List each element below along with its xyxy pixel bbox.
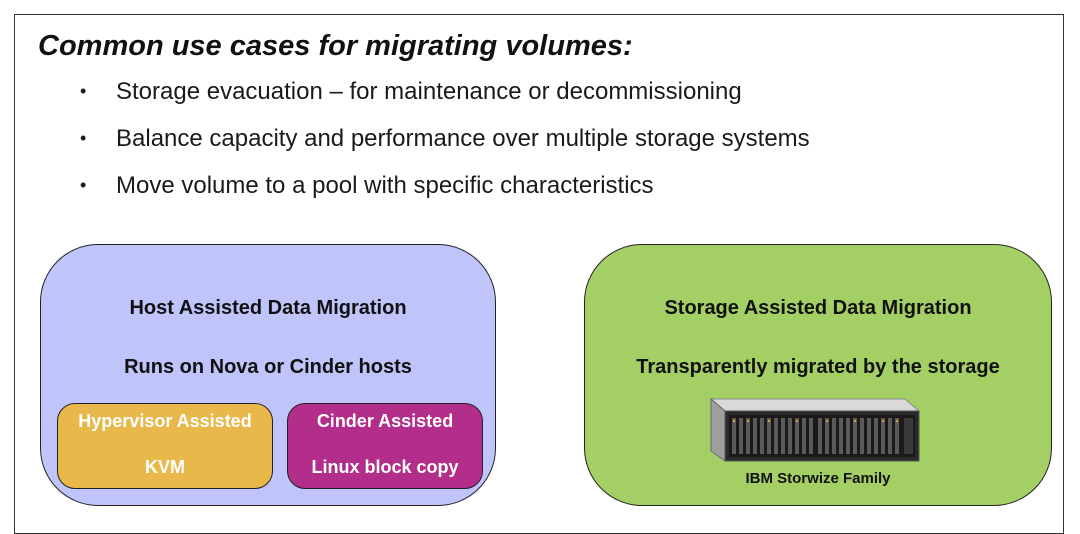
storage-panel-title: Storage Assisted Data Migration bbox=[664, 297, 972, 319]
cinder-box-title: Cinder Assisted bbox=[316, 411, 454, 431]
storage-enclosure-icon bbox=[709, 397, 921, 462]
use-case-list: • Storage evacuation – for maintenance o… bbox=[80, 68, 810, 209]
bullet-icon: • bbox=[80, 81, 87, 101]
bullet-icon: • bbox=[80, 175, 87, 195]
list-item: • Move volume to a pool with specific ch… bbox=[80, 162, 810, 209]
page-heading: Common use cases for migrating volumes: bbox=[38, 30, 633, 62]
hypervisor-box-detail: KVM bbox=[145, 457, 185, 477]
storage-panel-subtitle: Transparently migrated by the storage bbox=[636, 356, 1000, 378]
list-item: • Storage evacuation – for maintenance o… bbox=[80, 68, 810, 115]
list-item-text: Storage evacuation – for maintenance or … bbox=[116, 77, 742, 105]
device-label: IBM Storwize Family bbox=[745, 470, 891, 487]
storage-assisted-panel: Storage Assisted Data Migration Transpar… bbox=[584, 244, 1052, 506]
hypervisor-box-title: Hypervisor Assisted bbox=[78, 411, 252, 431]
host-panel-title: Host Assisted Data Migration bbox=[129, 297, 407, 319]
bullet-icon: • bbox=[80, 128, 87, 148]
hypervisor-assisted-box: Hypervisor Assisted KVM bbox=[57, 403, 273, 489]
host-assisted-panel: Host Assisted Data Migration Runs on Nov… bbox=[40, 244, 496, 506]
cinder-assisted-box: Cinder Assisted Linux block copy bbox=[287, 403, 483, 489]
list-item-text: Balance capacity and performance over mu… bbox=[116, 124, 810, 152]
host-panel-subtitle: Runs on Nova or Cinder hosts bbox=[124, 356, 412, 378]
cinder-box-detail: Linux block copy bbox=[311, 457, 459, 477]
list-item-text: Move volume to a pool with specific char… bbox=[116, 171, 654, 199]
list-item: • Balance capacity and performance over … bbox=[80, 115, 810, 162]
